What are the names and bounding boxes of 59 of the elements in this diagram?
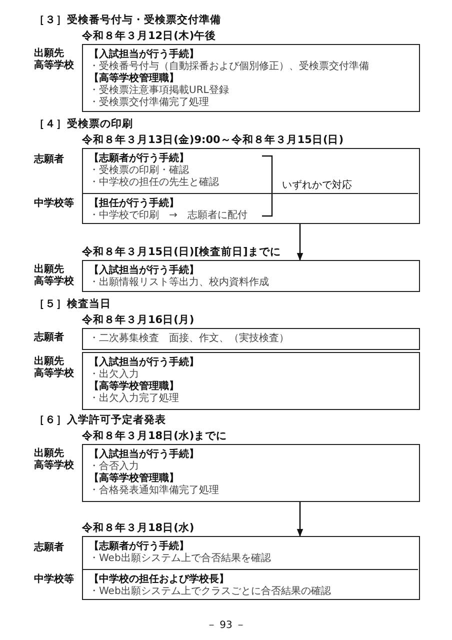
date-label: 令和８年３月13日(金)9:00～令和８年３月15日(日)	[82, 134, 344, 146]
date-label: 令和８年３月18日(水)	[82, 522, 194, 534]
process-box	[82, 352, 420, 410]
process-box	[82, 44, 420, 112]
role-label: 中学校等	[34, 198, 74, 210]
section-heading: 【高等学校管理職】	[89, 381, 179, 392]
bullet-item: ・中学校で印刷 → 志願者に配付	[89, 210, 248, 222]
section-heading: 【入試担当が行う手続】	[89, 449, 199, 460]
bullet-item: ・合格発表通知準備完了処理	[89, 485, 219, 497]
section-heading: 【高等学校管理職】	[89, 73, 179, 84]
role-label: 出願先	[34, 356, 64, 367]
note: いずれかで対応	[282, 180, 352, 192]
section-title: ［４］受検票の印刷	[34, 118, 133, 130]
section-heading: 【入試担当が行う手続】	[89, 49, 199, 60]
bullet-item: ・合否入力	[89, 461, 139, 472]
process-box	[83, 569, 418, 598]
section-heading: 【高等学校管理職】	[89, 473, 179, 484]
bullet-item: ・出欠入力完了処理	[89, 393, 179, 405]
bullet-item: ・受検番号付与（自動採番および個別修正）、受検票交付準備	[89, 61, 369, 72]
bullet-item: ・中学校の担任の先生と確認	[89, 177, 219, 189]
role-label: 出願先	[34, 48, 64, 59]
role-label: 出願先	[34, 264, 64, 275]
section-title: ［５］検査当日	[34, 298, 111, 310]
role-label: 志願者	[34, 154, 64, 166]
bullet-item: ・受検票の印刷・確認	[89, 165, 189, 176]
process-box	[82, 444, 420, 502]
role-label: 中学校等	[34, 574, 74, 586]
section-heading: 【入試担当が行う手続】	[89, 357, 199, 368]
bullet-item: ・出欠入力	[89, 369, 139, 380]
bullet-item: ・二次募集検査 面接、作文、（実技検査）	[89, 333, 289, 345]
role-label: 高等学校	[34, 460, 74, 472]
process-box	[82, 260, 420, 292]
section-title: ［３］受検番号付与・受検票交付準備	[34, 14, 221, 26]
section-heading: 【中学校の担任および学校長】	[89, 574, 229, 586]
group-box	[82, 536, 420, 600]
bullet-item: ・Web出願システム上で合否結果を確認	[89, 553, 271, 565]
bullet-item: ・受検票注意事項掲載URL登録	[89, 85, 229, 96]
date-label: 令和８年３月16日(月)	[82, 314, 194, 326]
bullet-item: ・受検票交付準備完了処理	[89, 97, 209, 109]
role-label: 高等学校	[34, 276, 74, 288]
bullet-item: ・出願情報リスト等出力、校内資料作成	[89, 277, 269, 289]
role-label: 高等学校	[34, 368, 74, 380]
group-box	[82, 148, 420, 224]
date-label: 令和８年３月15日(日)[検査前日]までに	[82, 246, 281, 258]
role-label: 高等学校	[34, 60, 74, 72]
role-label: 志願者	[34, 332, 64, 344]
date-label: 令和８年３月18日(水)までに	[82, 430, 228, 442]
role-label: 志願者	[34, 542, 64, 554]
section-heading: 【志願者が行う手続】	[89, 541, 189, 552]
bullet-item: ・Web出願システム上でクラスごとに合否結果の確認	[89, 586, 331, 598]
role-label: 出願先	[34, 448, 64, 459]
section-heading: 【入試担当が行う手続】	[89, 265, 199, 276]
arrow	[296, 502, 304, 537]
process-box	[82, 328, 420, 350]
section-heading: 【志願者が行う手続】	[89, 153, 189, 164]
section-title: ［６］入学許可予定者発表	[34, 414, 166, 426]
page-number: － 93 －	[206, 620, 246, 632]
section-heading: 【担任が行う手続】	[89, 198, 179, 210]
arrow	[296, 224, 304, 261]
